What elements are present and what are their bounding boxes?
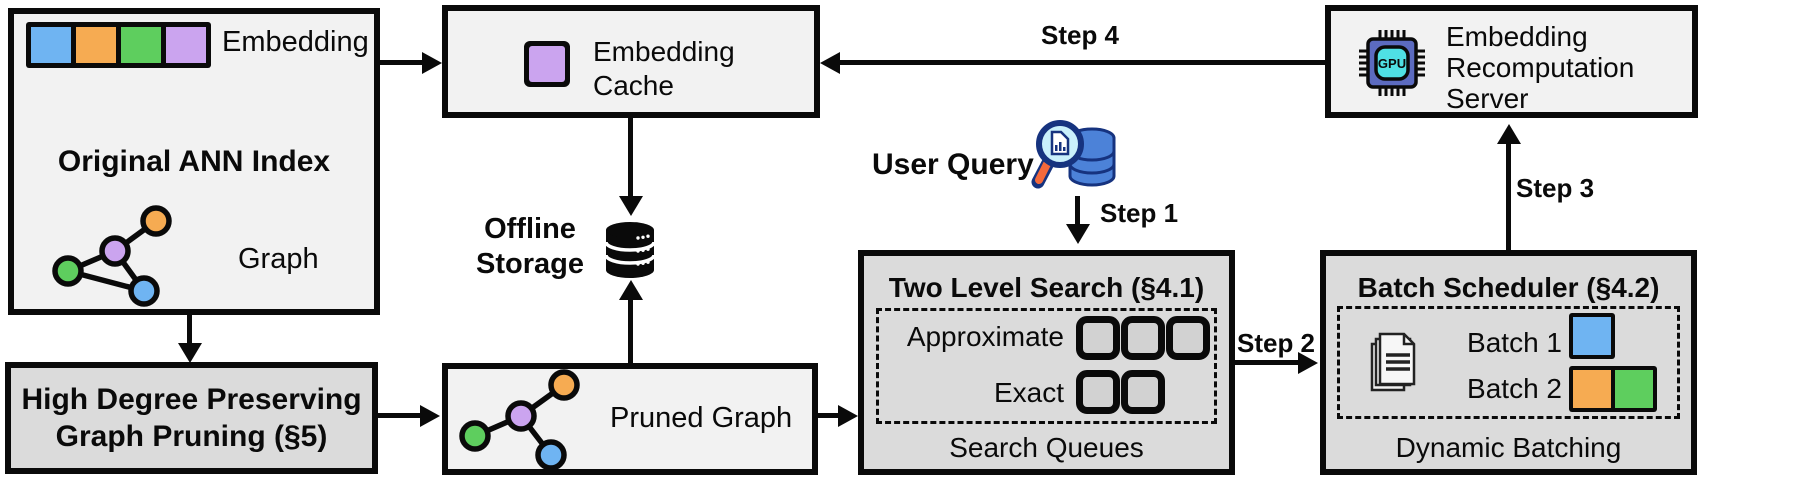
user-query-icon <box>1031 120 1116 189</box>
step-1-label: Step 1 <box>1100 198 1179 228</box>
user-query-label: User Query <box>872 148 1034 181</box>
pruned-graph-icon <box>459 369 580 471</box>
graph-pruning-box: High Degree Preserving Graph Pruning (§5… <box>5 362 378 474</box>
original-ann-index-box: Embedding Original ANN Index Graph <box>8 8 380 315</box>
arrow-line <box>1233 360 1300 365</box>
gpu-label: GPU <box>1378 56 1406 71</box>
arrow-head <box>422 51 442 74</box>
embedding-label: Embedding <box>222 26 369 58</box>
two-level-search-title: Two Level Search (§4.1) <box>888 272 1205 303</box>
arrow-head <box>420 404 440 427</box>
arrow-line <box>840 60 1327 65</box>
cached-embedding-square-icon <box>524 41 570 87</box>
ann-graph-icon <box>52 205 172 307</box>
approximate-label: Approximate <box>906 321 1064 352</box>
batch-scheduler-box: Batch Scheduler (§4.2) Batch 1 Batch 2 D… <box>1320 250 1697 475</box>
arrow-head <box>618 280 643 300</box>
batch-1-squares-icon <box>1569 313 1615 359</box>
embedding-square-orange-icon <box>76 27 116 63</box>
embedding-square-purple-icon <box>166 27 206 63</box>
exact-queue-slots-icon <box>1076 370 1165 414</box>
arrow-head <box>1065 224 1090 244</box>
arrow-line <box>187 315 192 345</box>
graph-pruning-title: High Degree Preserving Graph Pruning (§5… <box>21 383 362 453</box>
dynamic-batching-caption: Dynamic Batching <box>1395 432 1622 463</box>
recomputation-server-title: Embedding Recomputation Server <box>1446 21 1635 114</box>
arrow-head <box>1496 124 1521 144</box>
arrow-line <box>1506 142 1511 250</box>
search-queues-dashed-region <box>876 308 1217 424</box>
arrow-line <box>1075 196 1080 226</box>
offline-storage-label: Offline Storage <box>476 213 584 280</box>
original-ann-index-title: Original ANN Index <box>57 145 331 178</box>
recomputation-server-box: GPU Embedding Recomputation Server <box>1325 5 1698 118</box>
exact-label: Exact <box>993 377 1064 408</box>
pruned-graph-title: Pruned Graph <box>610 402 793 434</box>
step-3-label: Step 3 <box>1516 173 1595 203</box>
arrow-head <box>1298 351 1318 374</box>
step-2-label: Step 2 <box>1236 328 1316 358</box>
step-4-label: Step 4 <box>1040 20 1120 50</box>
search-queues-caption: Search Queues <box>949 432 1144 463</box>
dynamic-batching-dashed-region <box>1337 306 1680 419</box>
arrow-line <box>628 298 633 363</box>
offline-storage-database-icon <box>604 222 656 278</box>
arrow-head <box>838 404 858 427</box>
batch-2-squares-icon <box>1569 366 1657 412</box>
two-level-search-box: Two Level Search (§4.1) Approximate Exac… <box>858 250 1235 475</box>
arrow-head <box>618 196 643 216</box>
arrow-line <box>378 413 422 418</box>
gpu-chip-icon: GPU <box>1359 30 1425 96</box>
embedding-strip-icon <box>26 22 211 68</box>
embedding-square-blue-icon <box>31 27 71 63</box>
arrow-head <box>177 343 202 363</box>
arrow-line <box>380 60 424 65</box>
embedding-cache-title: Embedding Cache <box>593 36 735 101</box>
query-documents-icon <box>1370 332 1416 392</box>
pruned-graph-box: Pruned Graph <box>442 363 818 475</box>
approximate-queue-slots-icon <box>1076 316 1210 360</box>
graph-label: Graph <box>238 243 319 275</box>
embedding-square-green-icon <box>121 27 161 63</box>
batch-1-label: Batch 1 <box>1467 327 1562 358</box>
batch-2-label: Batch 2 <box>1467 373 1562 404</box>
arrow-head <box>820 51 840 74</box>
arrow-line <box>628 118 633 198</box>
batch-scheduler-title: Batch Scheduler (§4.2) <box>1357 272 1660 303</box>
arrow-line <box>818 413 840 418</box>
embedding-cache-box: Embedding Cache <box>442 5 820 118</box>
